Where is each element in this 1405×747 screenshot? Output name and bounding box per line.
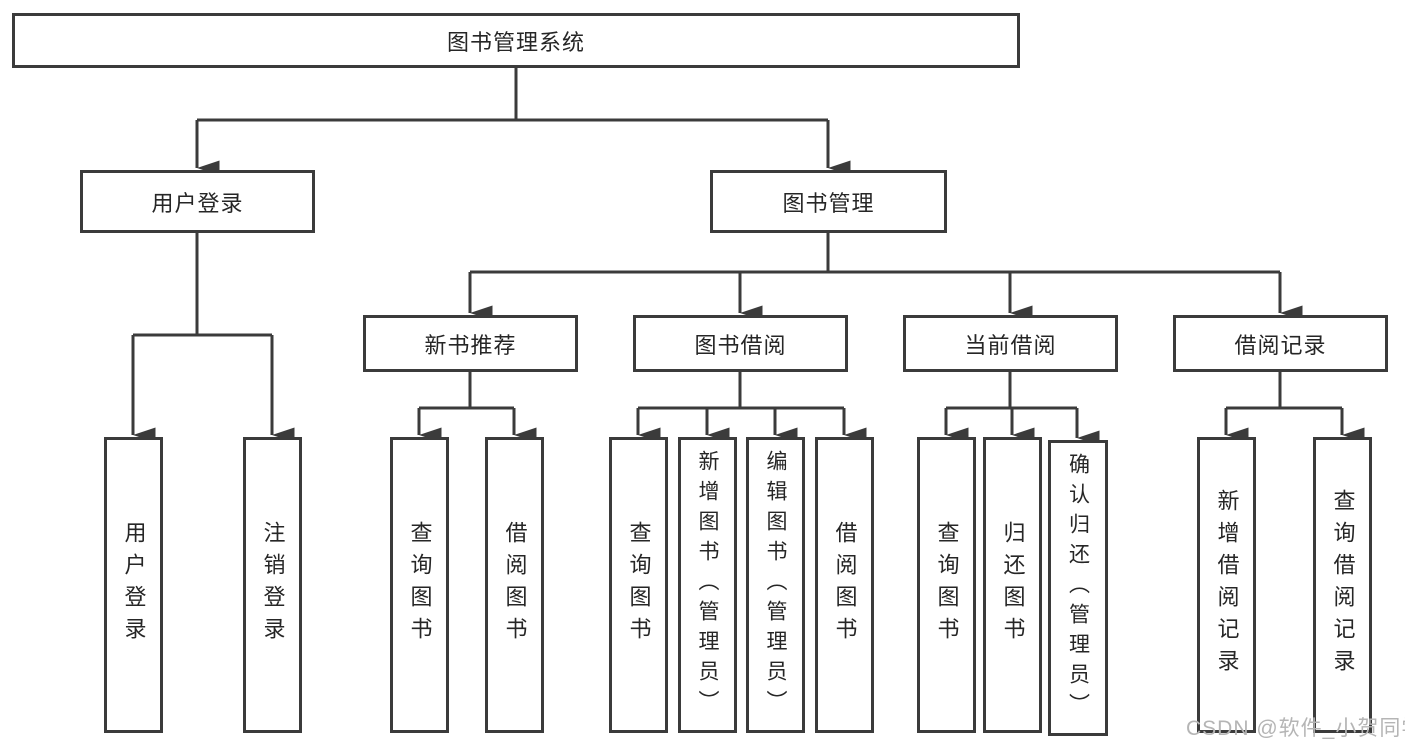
level3-box-borrow-records: 借阅记录 bbox=[1173, 315, 1388, 372]
level3-box-label: 借阅记录 bbox=[1234, 332, 1327, 358]
leaf-label: 新增图书（管理员） bbox=[696, 450, 719, 720]
leaf-label: 查询图书 bbox=[934, 521, 960, 649]
level2-box-user-login: 用户登录 bbox=[80, 170, 315, 233]
level2-box-label: 用户登录 bbox=[151, 190, 244, 216]
leaf-label: 查询借阅记录 bbox=[1330, 489, 1356, 681]
level2-box-label: 图书管理 bbox=[782, 190, 875, 216]
leaf-label: 确认归还（管理员） bbox=[1066, 453, 1090, 723]
leaf-box-query-borrow-record: 查询借阅记录 bbox=[1313, 437, 1372, 733]
leaf-label: 借阅图书 bbox=[502, 521, 528, 649]
leaf-label: 注销登录 bbox=[260, 521, 286, 649]
level3-box-current-borrowing: 当前借阅 bbox=[903, 315, 1118, 372]
leaf-box-return-books: 归还图书 bbox=[983, 437, 1042, 733]
leaf-box-query-books-2: 查询图书 bbox=[609, 437, 668, 733]
leaf-label: 归还图书 bbox=[1000, 521, 1026, 649]
level2-box-book-management: 图书管理 bbox=[710, 170, 947, 233]
leaf-box-borrow-books-1: 借阅图书 bbox=[485, 437, 544, 733]
leaf-label: 新增借阅记录 bbox=[1214, 489, 1240, 681]
leaf-label: 用户登录 bbox=[121, 521, 147, 649]
leaf-box-logout: 注销登录 bbox=[243, 437, 302, 733]
leaf-label: 查询图书 bbox=[407, 521, 433, 649]
root-box-library-system: 图书管理系统 bbox=[12, 13, 1020, 68]
level3-box-label: 当前借阅 bbox=[964, 332, 1057, 358]
leaf-box-add-borrow-record: 新增借阅记录 bbox=[1197, 437, 1256, 733]
leaf-box-query-books-3: 查询图书 bbox=[917, 437, 976, 733]
leaf-label: 借阅图书 bbox=[832, 521, 858, 649]
leaf-box-add-books-admin: 新增图书（管理员） bbox=[678, 437, 737, 733]
leaf-box-query-books-1: 查询图书 bbox=[390, 437, 449, 733]
leaf-label: 编辑图书（管理员） bbox=[764, 450, 787, 720]
leaf-box-borrow-books-2: 借阅图书 bbox=[815, 437, 874, 733]
csdn-watermark: CSDN @软件_小贺同学 bbox=[1186, 717, 1405, 740]
level3-box-new-book-recommend: 新书推荐 bbox=[363, 315, 578, 372]
leaf-box-confirm-return-admin: 确认归还（管理员） bbox=[1048, 440, 1108, 736]
level3-box-label: 图书借阅 bbox=[694, 332, 787, 358]
root-box-label: 图书管理系统 bbox=[446, 29, 585, 55]
leaf-box-user-login: 用户登录 bbox=[104, 437, 163, 733]
leaf-label: 查询图书 bbox=[626, 521, 652, 649]
level3-box-book-borrowing: 图书借阅 bbox=[633, 315, 848, 372]
level3-box-label: 新书推荐 bbox=[424, 332, 517, 358]
leaf-box-edit-books-admin: 编辑图书（管理员） bbox=[746, 437, 805, 733]
